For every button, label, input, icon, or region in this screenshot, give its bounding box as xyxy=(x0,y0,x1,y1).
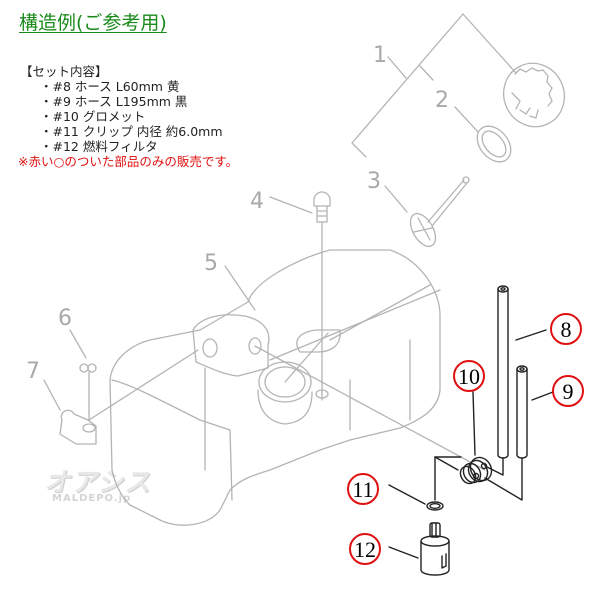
label-part-7: 7 xyxy=(26,359,40,384)
leader-line-3 xyxy=(384,185,408,213)
grommet-10-part xyxy=(434,391,493,501)
label-part-6: 6 xyxy=(58,306,72,331)
leader-bracket-1b xyxy=(462,13,517,74)
label-part-5: 5 xyxy=(204,251,218,276)
label-part-10: 10 xyxy=(458,364,480,389)
leader-line-7 xyxy=(43,379,61,411)
hose-8-part xyxy=(486,285,547,476)
red-label-8: 8 xyxy=(550,313,582,345)
set-contents-heading: 【セット内容】 xyxy=(20,64,108,79)
fuel-tank-part xyxy=(109,249,486,526)
leader-line-6 xyxy=(69,329,87,359)
set-item-12: ・#12 燃料フィルタ xyxy=(40,139,158,154)
sales-note: ※赤い○のついた部品のみの販売です。 xyxy=(18,154,239,169)
watermark-logo: オアシス xyxy=(44,468,151,498)
set-item-9: ・#9 ホース L195mm 黒 xyxy=(40,94,188,109)
leader-bracket-1 xyxy=(351,13,464,158)
hose-9-part xyxy=(484,365,554,501)
leader-line-5 xyxy=(224,265,256,311)
leader-line-1 xyxy=(387,56,407,79)
red-label-10: 10 xyxy=(453,360,485,392)
strainer-part xyxy=(409,176,470,248)
label-part-11: 11 xyxy=(352,477,373,502)
label-part-9: 9 xyxy=(563,379,574,404)
clip-part xyxy=(79,363,97,421)
page-title: 構造例(ご参考用) xyxy=(19,12,167,34)
elbow-part xyxy=(59,349,199,445)
leader-line-12 xyxy=(388,546,419,559)
set-item-11: ・#11 クリップ 内径 約6.0mm xyxy=(40,124,223,139)
set-item-10: ・#10 グロメット xyxy=(40,109,146,124)
red-label-11: 11 xyxy=(347,473,379,505)
set-contents-list: 【セット内容】 ・#8 ホース L60mm 黄 ・#9 ホース L195mm 黒… xyxy=(18,64,238,169)
label-part-2: 2 xyxy=(435,88,449,113)
fuel-filter-12-part xyxy=(388,522,450,576)
leader-line-10 xyxy=(472,391,476,456)
leader-line-11 xyxy=(388,484,426,505)
red-label-12: 12 xyxy=(349,533,381,565)
label-part-4: 4 xyxy=(250,189,264,214)
watermark-sub: MALDEPO.jp xyxy=(52,493,132,504)
leader-bracket-1c xyxy=(419,65,434,81)
leader-line-4 xyxy=(269,196,313,214)
set-item-8: ・#8 ホース L60mm 黄 xyxy=(40,79,180,94)
red-label-9: 9 xyxy=(552,375,584,407)
label-part-12: 12 xyxy=(354,537,376,562)
label-part-1: 1 xyxy=(373,43,387,68)
label-part-3: 3 xyxy=(367,169,381,194)
bolt-part xyxy=(313,191,331,401)
label-part-8: 8 xyxy=(561,317,572,342)
gasket-part xyxy=(476,125,512,163)
clip-11-part xyxy=(388,484,444,511)
fuel-cap-part xyxy=(502,62,566,128)
leader-line-9 xyxy=(531,391,554,401)
leader-line-8 xyxy=(515,329,547,341)
leader-line-2 xyxy=(454,106,479,133)
